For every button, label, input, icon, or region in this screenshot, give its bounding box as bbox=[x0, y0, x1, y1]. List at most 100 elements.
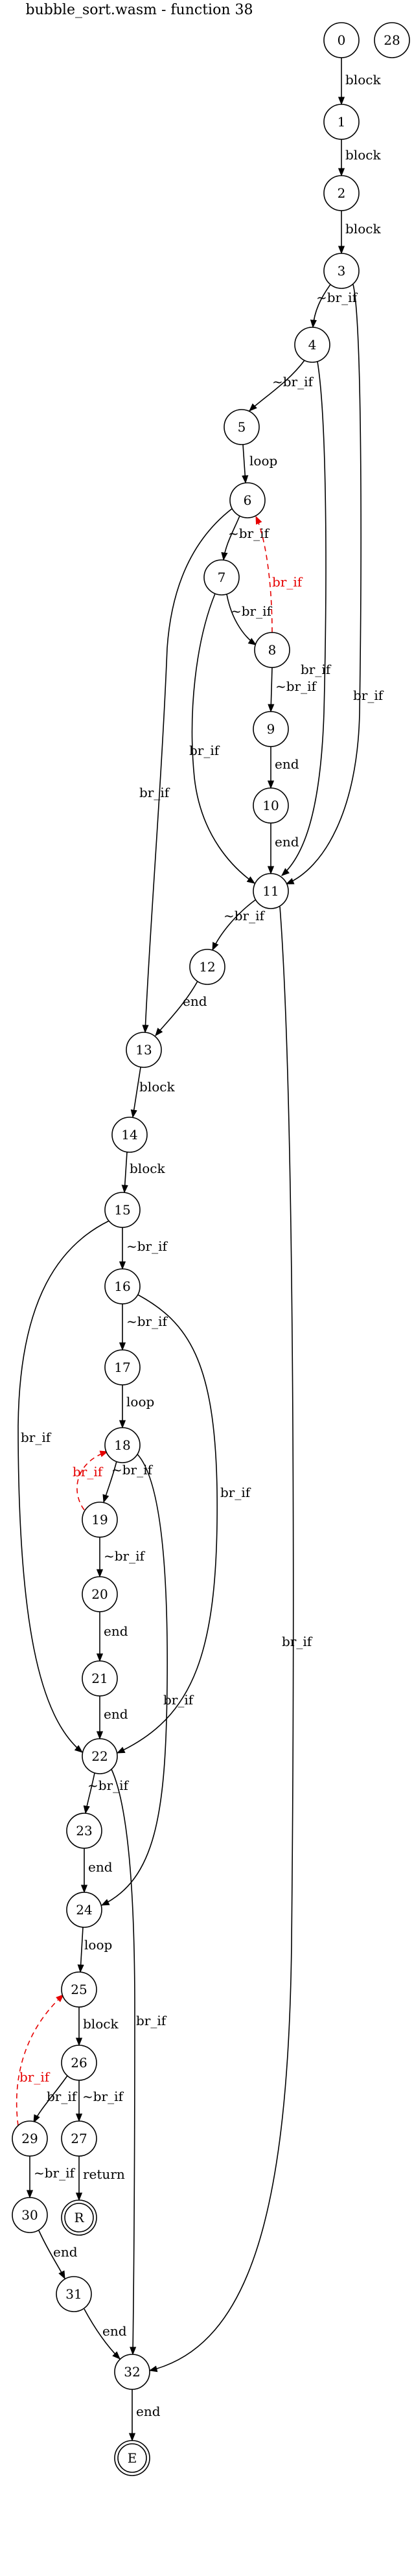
edge-label: br_if bbox=[21, 1430, 52, 1445]
edge-line bbox=[285, 284, 362, 885]
edge-line bbox=[281, 361, 327, 876]
node-circle bbox=[254, 632, 290, 668]
node-label: 23 bbox=[76, 1823, 92, 1839]
node-circle bbox=[111, 1117, 148, 1153]
edge-label: br_if bbox=[163, 1692, 194, 1708]
edge-15-16: ~br_if bbox=[119, 1227, 168, 1270]
node-inner-circle bbox=[117, 2443, 147, 2473]
edge-line bbox=[249, 360, 305, 412]
node-13: 13 bbox=[126, 1032, 162, 1068]
edge-label: ~br_if bbox=[126, 1238, 168, 1254]
edge-label: br_if bbox=[301, 662, 332, 677]
edge-label: br_if bbox=[73, 1464, 104, 1479]
edge-24-25: loop bbox=[77, 1927, 112, 1973]
node-label: 7 bbox=[218, 570, 226, 585]
edge-label: loop bbox=[84, 1937, 112, 1953]
edge-2-3: block bbox=[338, 211, 381, 255]
edge-label: ~br_if bbox=[87, 1778, 130, 1793]
node-circle bbox=[323, 175, 360, 211]
node-14: 14 bbox=[111, 1117, 148, 1153]
edge-label: br_if bbox=[353, 688, 384, 703]
edge-29-25: br_if bbox=[16, 1994, 64, 2126]
edge-line bbox=[83, 1772, 95, 1815]
edge-line bbox=[221, 515, 240, 561]
edge-line bbox=[17, 1220, 109, 1753]
edge-line bbox=[310, 284, 331, 329]
edge-label: ~br_if bbox=[231, 603, 273, 619]
edge-line bbox=[142, 508, 233, 1034]
node-E: E bbox=[114, 2440, 150, 2476]
edge-line bbox=[130, 1067, 141, 1119]
node-30: 30 bbox=[12, 2197, 48, 2233]
edge-line bbox=[38, 2230, 65, 2280]
node-circle bbox=[203, 559, 240, 596]
node-circle bbox=[104, 1192, 141, 1228]
edge-label: br_if bbox=[139, 785, 170, 800]
edge-label: loop bbox=[249, 453, 277, 469]
node-circle bbox=[12, 2197, 48, 2233]
node-label: 24 bbox=[76, 1902, 92, 1918]
edge-label: block bbox=[83, 2016, 119, 2032]
edge-label: end bbox=[136, 2404, 161, 2419]
edge-label: end bbox=[275, 834, 299, 850]
edge-label: return bbox=[83, 2166, 125, 2182]
node-circle bbox=[104, 1349, 141, 1386]
node-label: 25 bbox=[71, 1982, 87, 1997]
edge-11-32: br_if bbox=[148, 906, 313, 2373]
node-label: 14 bbox=[121, 1127, 137, 1143]
edge-label: ~br_if bbox=[228, 526, 270, 541]
edge-label: br_if bbox=[136, 2013, 167, 2028]
edge-4-5: ~br_if bbox=[249, 360, 314, 412]
edge-20-21: end bbox=[96, 1612, 128, 1662]
edge-8-6: br_if bbox=[255, 515, 303, 633]
edge-line bbox=[255, 515, 273, 633]
edge-label: end bbox=[275, 756, 299, 772]
edge-label: br_if bbox=[19, 2069, 51, 2085]
node-label: 17 bbox=[114, 1360, 130, 1375]
node-label: 5 bbox=[238, 419, 246, 435]
edge-label: block bbox=[345, 72, 381, 87]
node-circle bbox=[104, 1427, 141, 1463]
edge-label: ~br_if bbox=[126, 1314, 168, 1329]
node-0: 0 bbox=[323, 22, 360, 58]
node-1: 1 bbox=[323, 104, 360, 140]
edge-31-32: end bbox=[84, 2308, 127, 2360]
node-label: 4 bbox=[308, 337, 317, 353]
node-17: 17 bbox=[104, 1349, 141, 1386]
edge-3-4: ~br_if bbox=[310, 284, 358, 329]
edge-19-18: br_if bbox=[73, 1450, 109, 1511]
edge-7-8: ~br_if bbox=[226, 594, 273, 645]
edge-label: end bbox=[53, 2244, 78, 2260]
node-label: 28 bbox=[384, 32, 400, 48]
node-29: 29 bbox=[12, 2120, 48, 2157]
node-6: 6 bbox=[229, 482, 266, 518]
edge-0-1: block bbox=[338, 58, 381, 106]
node-circle bbox=[66, 1813, 102, 1849]
node-28: 28 bbox=[374, 22, 410, 58]
node-32: 32 bbox=[114, 2354, 150, 2390]
node-label: 13 bbox=[135, 1042, 152, 1058]
edge-label: ~br_if bbox=[275, 679, 317, 694]
edge-label: end bbox=[104, 1623, 128, 1639]
edge-label: br_if bbox=[47, 2089, 78, 2104]
node-12: 12 bbox=[189, 949, 225, 985]
node-label: 8 bbox=[268, 642, 277, 658]
node-circle bbox=[229, 482, 266, 518]
edge-12-13: end bbox=[155, 981, 207, 1036]
edge-line bbox=[155, 981, 198, 1036]
edge-line bbox=[212, 899, 257, 951]
node-label: 20 bbox=[91, 1586, 108, 1602]
edge-line bbox=[16, 1994, 64, 2126]
nodes-layer: 0123456789101112131415161718192021222324… bbox=[12, 22, 410, 2476]
edge-label: ~br_if bbox=[316, 290, 358, 305]
edge-21-22: end bbox=[96, 1696, 128, 1740]
edge-label: block bbox=[345, 147, 381, 163]
node-25: 25 bbox=[61, 1971, 97, 2008]
edge-14-15: block bbox=[121, 1152, 165, 1194]
edge-11-12: ~br_if bbox=[212, 899, 266, 951]
edge-18-24: br_if bbox=[100, 1454, 194, 1906]
node-label: 9 bbox=[267, 721, 275, 737]
edge-17-18: loop bbox=[119, 1385, 154, 1429]
edge-label: end bbox=[104, 1706, 128, 1722]
node-8: 8 bbox=[254, 632, 290, 668]
